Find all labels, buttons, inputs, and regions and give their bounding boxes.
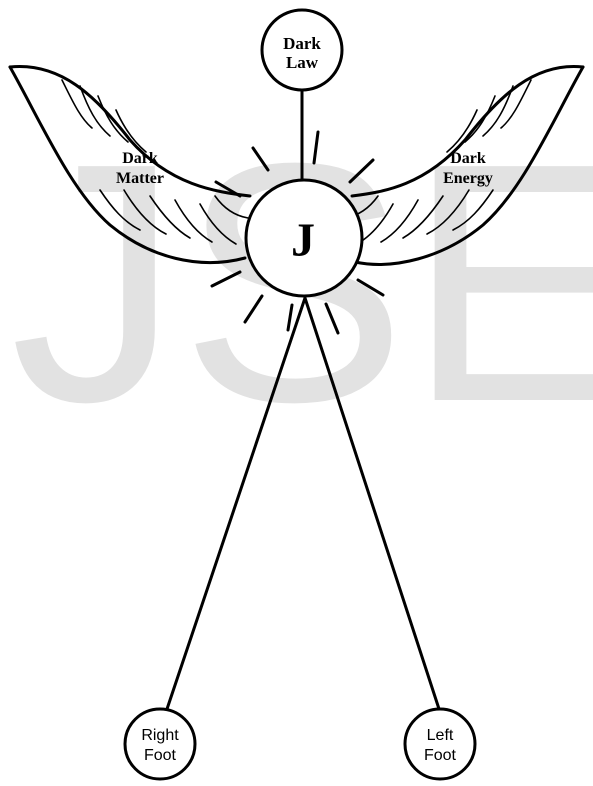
dark-law-line1: Dark: [283, 34, 321, 53]
dark-energy-line1: Dark: [450, 150, 486, 167]
dark-matter-line1: Dark: [122, 150, 158, 167]
node-j: J: [246, 180, 362, 296]
dark-matter-line2: Matter: [116, 170, 164, 187]
j-label: J: [291, 214, 315, 267]
node-right-foot: Right Foot: [125, 709, 195, 779]
left-foot-line2: Foot: [424, 747, 457, 764]
node-left-foot: Left Foot: [405, 709, 475, 779]
left-foot-line1: Left: [427, 727, 454, 744]
node-dark-law: Dark Law: [262, 10, 342, 90]
right-foot-line2: Foot: [144, 747, 177, 764]
right-foot-line1: Right: [141, 727, 179, 744]
dark-energy-line2: Energy: [443, 170, 493, 187]
dark-law-line2: Law: [286, 53, 319, 72]
